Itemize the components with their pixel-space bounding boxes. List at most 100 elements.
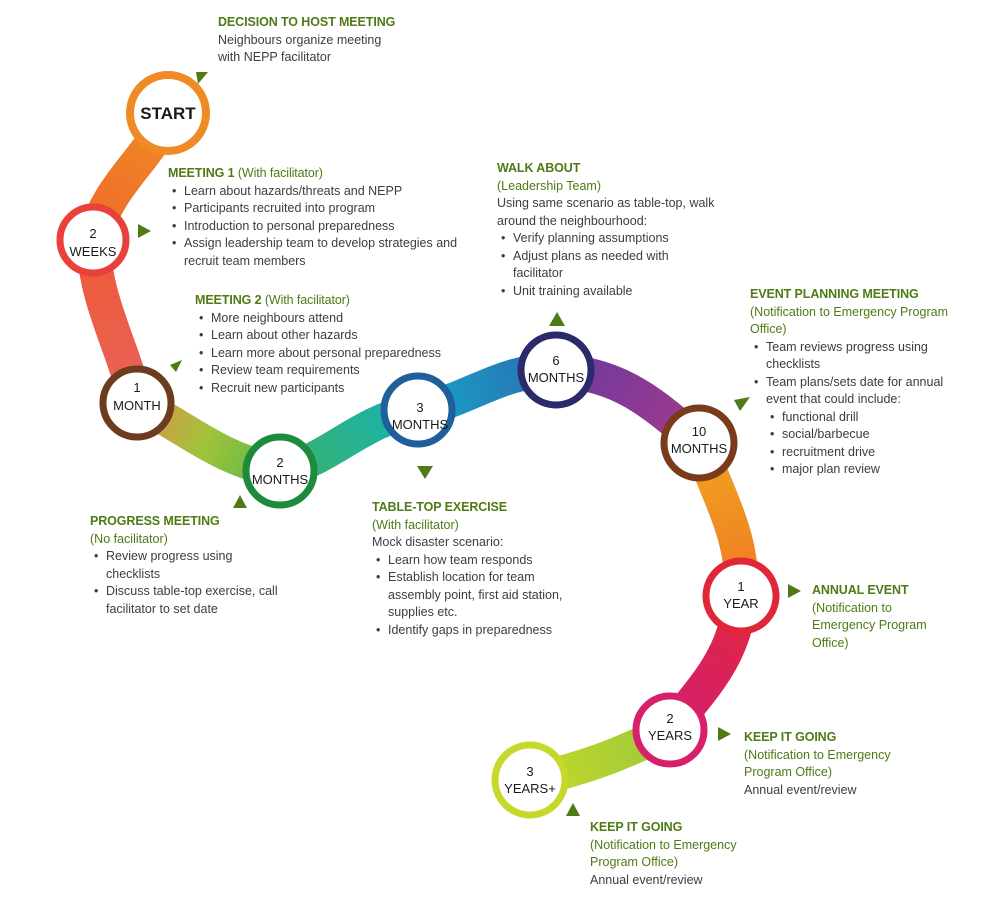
- node-number: 10: [692, 424, 706, 439]
- annotation-line: with NEPP facilitator: [218, 50, 332, 64]
- annotation-subtitle: (Notification to Emergency Program Offic…: [812, 600, 927, 650]
- list-item: functional drill: [766, 409, 975, 427]
- list-item: social/barbecue: [766, 426, 975, 444]
- triangle-icon: [196, 72, 208, 84]
- list-item: Unit training available: [497, 283, 719, 301]
- node-number: 3: [416, 400, 423, 415]
- annotation-meeting-1: MEETING 1 (With facilitator) Learn about…: [168, 165, 468, 270]
- list-item: recruitment drive: [766, 444, 975, 462]
- annotation-annual-event: ANNUAL EVENT (Notification to Emergency …: [812, 582, 952, 652]
- annotation-subtitle: (Leadership Team): [497, 178, 601, 193]
- bullet-list: Review progress using checklists Discuss…: [90, 548, 285, 618]
- triangle-icon: [233, 495, 247, 508]
- annotation-subtitle: (Notification to Emergency Program Offic…: [750, 304, 948, 337]
- annotation-line: Neighbours organize meeting: [218, 32, 382, 47]
- annotation-intro: Mock disaster scenario:: [372, 535, 504, 549]
- annotation-keep-it-going-2-years: KEEP IT GOING (Notification to Emergency…: [744, 729, 924, 799]
- triangle-icon: [718, 727, 731, 741]
- annotation-title: KEEP IT GOING: [590, 820, 683, 834]
- annotation-note: Annual event/review: [744, 782, 857, 797]
- triangle-icon: [566, 803, 580, 816]
- annotation-title: MEETING 1 (With facilitator): [168, 166, 323, 180]
- list-item: Assign leadership team to develop strate…: [168, 235, 468, 270]
- list-item: Review team requirements: [195, 362, 485, 380]
- node-unit: WEEKS: [70, 244, 117, 259]
- node-label: START: [140, 104, 196, 123]
- list-item: major plan review: [766, 461, 975, 479]
- list-item: Adjust plans as needed with facilitator: [497, 248, 719, 283]
- annotation-table-top: TABLE-TOP EXERCISE (With facilitator) Mo…: [372, 499, 587, 639]
- pointer-arrows: [138, 72, 801, 816]
- list-item: Team reviews progress using checklists: [750, 339, 975, 374]
- node-start: START: [126, 71, 210, 155]
- annotation-title: MEETING 2 (With facilitator): [195, 293, 350, 307]
- list-item: Review progress using checklists: [90, 548, 285, 583]
- annotation-title: WALK ABOUT: [497, 161, 581, 175]
- node-unit: YEAR: [723, 596, 758, 611]
- triangle-icon: [138, 224, 151, 238]
- triangle-icon: [170, 360, 182, 372]
- bullet-list: Verify planning assumptions Adjust plans…: [497, 230, 719, 300]
- annotation-progress-meeting: PROGRESS MEETING (No facilitator) Review…: [90, 513, 285, 618]
- node-unit: MONTHS: [528, 370, 585, 385]
- list-item: Participants recruited into program: [168, 200, 468, 218]
- sub-bullet-list: functional drill social/barbecue recruit…: [766, 409, 975, 479]
- node-number: 3: [526, 764, 533, 779]
- list-item: Identify gaps in preparedness: [372, 622, 587, 640]
- node-number: 2: [89, 226, 96, 241]
- triangle-icon: [734, 397, 750, 411]
- node-2-months: 2 MONTHS: [242, 433, 318, 509]
- annotation-title: ANNUAL EVENT: [812, 583, 909, 597]
- annotation-title: PROGRESS MEETING: [90, 514, 220, 528]
- annotation-subtitle: (Notification to Emergency Program Offic…: [590, 837, 737, 870]
- node-number: 6: [552, 353, 559, 368]
- node-unit: MONTHS: [671, 441, 728, 456]
- node-1-year: 1 YEAR: [702, 557, 780, 635]
- node-2-weeks: 2 WEEKS: [56, 203, 130, 277]
- annotation-decision: DECISION TO HOST MEETING Neighbours orga…: [218, 14, 438, 67]
- node-unit: MONTHS: [252, 472, 309, 487]
- list-item: Introduction to personal preparedness: [168, 218, 468, 236]
- list-item: Learn about other hazards: [195, 327, 485, 345]
- bullet-list: Team reviews progress using checklists T…: [750, 339, 975, 409]
- list-item: Establish location for team assembly poi…: [372, 569, 587, 622]
- node-10-months: 10 MONTHS: [660, 404, 738, 482]
- annotation-title: DECISION TO HOST MEETING: [218, 15, 396, 29]
- annotation-keep-it-going-3-years: KEEP IT GOING (Notification to Emergency…: [590, 819, 770, 889]
- node-1-month: 1 MONTH: [99, 365, 175, 441]
- triangle-icon: [788, 584, 801, 598]
- annotation-note: Annual event/review: [590, 872, 703, 887]
- node-2-years: 2 YEARS: [632, 692, 708, 768]
- annotation-meeting-2: MEETING 2 (With facilitator) More neighb…: [195, 292, 485, 397]
- node-unit: YEARS: [648, 728, 692, 743]
- node-3-years: 3 YEARS+: [491, 741, 569, 819]
- list-item: Discuss table-top exercise, call facilit…: [90, 583, 285, 618]
- annotation-subtitle: (With facilitator): [372, 517, 459, 532]
- node-number: 1: [737, 579, 744, 594]
- annotation-intro: Using same scenario as table-top, walk a…: [497, 196, 715, 228]
- bullet-list: Learn about hazards/threats and NEPP Par…: [168, 183, 468, 271]
- node-number: 2: [276, 455, 283, 470]
- annotation-title: EVENT PLANNING MEETING: [750, 287, 919, 301]
- bullet-list: Learn how team responds Establish locati…: [372, 552, 587, 640]
- list-item: Team plans/sets date for annual event th…: [750, 374, 975, 409]
- node-unit: MONTH: [113, 398, 161, 413]
- node-number: 1: [133, 380, 140, 395]
- annotation-title: TABLE-TOP EXERCISE: [372, 500, 508, 514]
- annotation-title: KEEP IT GOING: [744, 730, 837, 744]
- list-item: More neighbours attend: [195, 310, 485, 328]
- node-6-months: 6 MONTHS: [517, 331, 595, 409]
- node-unit: MONTHS: [392, 417, 449, 432]
- list-item: Verify planning assumptions: [497, 230, 719, 248]
- annotation-subtitle: (No facilitator): [90, 531, 168, 546]
- node-number: 2: [666, 711, 673, 726]
- triangle-icon: [417, 466, 433, 479]
- triangle-icon: [549, 312, 565, 326]
- annotation-subtitle: (Notification to Emergency Program Offic…: [744, 747, 891, 780]
- annotation-walk-about: WALK ABOUT (Leadership Team) Using same …: [497, 160, 719, 300]
- list-item: Recruit new participants: [195, 380, 485, 398]
- bullet-list: More neighbours attend Learn about other…: [195, 310, 485, 398]
- list-item: Learn how team responds: [372, 552, 587, 570]
- list-item: Learn about hazards/threats and NEPP: [168, 183, 468, 201]
